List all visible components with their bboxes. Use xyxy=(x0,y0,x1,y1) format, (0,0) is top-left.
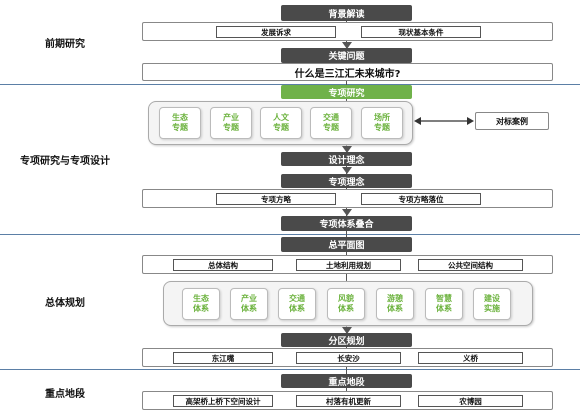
system-overlay: 专项体系叠合 xyxy=(281,216,412,231)
system-tile: 产业 体系 xyxy=(230,288,268,320)
divider-line xyxy=(0,234,580,235)
master-plan-item: 公共空间结构 xyxy=(418,259,523,271)
systems-panel: 生态 体系 产业 体系 交通 体系 风貌 体系 游憩 体系 智慧 体系 建设 实… xyxy=(163,281,533,326)
arrow-down-icon xyxy=(342,327,352,334)
master-plan-item: 总体结构 xyxy=(173,259,273,271)
section-label-key-areas: 重点地段 xyxy=(45,389,85,400)
district-item: 东江嘴 xyxy=(173,352,273,364)
topic-tile: 人文 专题 xyxy=(260,107,302,139)
district-item: 长安沙 xyxy=(296,352,401,364)
system-tile: 智慧 体系 xyxy=(425,288,463,320)
divider-line xyxy=(0,369,580,370)
arrow-down-icon xyxy=(342,209,352,216)
system-tile: 游憩 体系 xyxy=(376,288,414,320)
master-plan-title: 总平面图 xyxy=(281,237,412,252)
district-item: 义桥 xyxy=(418,352,523,364)
special-concept-row: 专项方略 专项方略落位 xyxy=(142,189,553,208)
double-arrow-icon xyxy=(414,117,474,125)
design-concept: 设计理念 xyxy=(281,152,412,166)
key-issue-title: 关键问题 xyxy=(281,48,412,63)
topic-tile: 场所 专题 xyxy=(361,107,403,139)
key-area-item: 村落有机更新 xyxy=(296,395,401,407)
master-plan-row: 总体结构 土地利用规划 公共空间结构 xyxy=(142,255,553,274)
special-topics-panel: 生态 专题 产业 专题 人文 专题 交通 专题 场所 专题 xyxy=(148,101,413,145)
background-title: 背景解读 xyxy=(281,5,412,21)
key-area-item: 农博园 xyxy=(418,395,523,407)
key-area-item: 高架桥上桥下空间设计 xyxy=(173,395,273,407)
divider-line xyxy=(0,84,580,85)
background-item: 发展诉求 xyxy=(216,26,336,38)
special-concept-item: 专项方略 xyxy=(216,193,336,205)
special-research-title: 专项研究 xyxy=(281,85,412,99)
district-title: 分区规划 xyxy=(281,333,412,347)
topic-tile: 交通 专题 xyxy=(310,107,352,139)
system-tile: 建设 实施 xyxy=(473,288,511,320)
district-row: 东江嘴 长安沙 义桥 xyxy=(142,348,553,367)
system-tile: 生态 体系 xyxy=(182,288,220,320)
arrow-down-icon xyxy=(342,42,352,49)
system-tile: 风貌 体系 xyxy=(327,288,365,320)
background-item: 现状基本条件 xyxy=(361,26,481,38)
section-label-special-design: 专项研究与专项设计 xyxy=(20,155,110,167)
section-label-overall-planning: 总体规划 xyxy=(45,298,85,309)
arrow-down-icon xyxy=(342,167,352,174)
topic-tile: 生态 专题 xyxy=(159,107,201,139)
background-items-row: 发展诉求 现状基本条件 xyxy=(142,22,553,41)
section-label-early-research: 前期研究 xyxy=(45,38,85,50)
benchmark-case: 对标案例 xyxy=(475,112,549,130)
key-area-title: 重点地段 xyxy=(281,374,412,388)
system-tile: 交通 体系 xyxy=(278,288,316,320)
special-concept-item: 专项方略落位 xyxy=(361,193,481,205)
arrow-down-icon xyxy=(342,146,352,153)
special-concept-title: 专项理念 xyxy=(281,174,412,188)
key-question: 什么是三江汇未来城市? xyxy=(142,63,553,81)
key-area-row: 高架桥上桥下空间设计 村落有机更新 农博园 xyxy=(142,391,553,410)
topic-tile: 产业 专题 xyxy=(210,107,252,139)
master-plan-item: 土地利用规划 xyxy=(296,259,401,271)
